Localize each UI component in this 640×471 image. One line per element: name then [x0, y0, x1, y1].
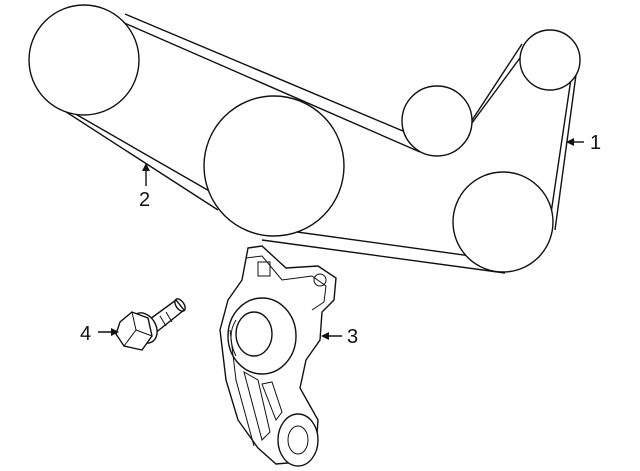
callout-2: 2 [139, 189, 150, 211]
leader-1 [566, 138, 584, 146]
callout-3: 3 [347, 326, 358, 348]
idler-pulley [401, 85, 473, 157]
bolt [115, 298, 186, 351]
tensioner-assembly [219, 245, 337, 467]
lower-right-pulley [452, 171, 554, 273]
serpentine-belt [59, 7, 579, 274]
callout-1: 1 [590, 132, 601, 154]
callout-4: 4 [80, 323, 91, 345]
top-left-pulley [28, 4, 140, 116]
top-right-pulley [519, 29, 581, 91]
leader-3 [321, 332, 342, 340]
leader-2 [142, 163, 150, 186]
crank-pulley [203, 95, 345, 237]
leader-4 [98, 328, 119, 336]
